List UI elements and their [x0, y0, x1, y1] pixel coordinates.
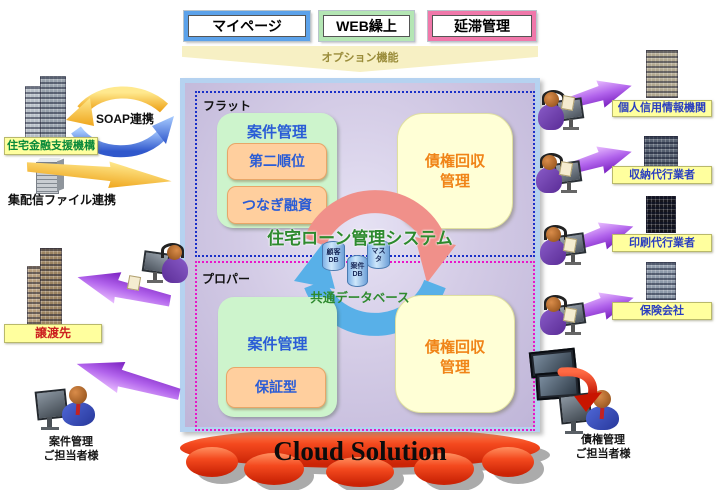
arrow-to-debt-staff-icon [557, 367, 602, 412]
flat-collection-label: 債権回収 管理 [424, 153, 485, 190]
print-agent-label: 印刷代行業者 [612, 234, 712, 252]
flat-label: フラット [203, 99, 252, 113]
proper-guarantee-box: 保証型 [226, 367, 326, 408]
cloud-shape [180, 428, 550, 490]
customer-db-icon: 顧客 DB [322, 241, 345, 271]
transfer-label: 譲渡先 [4, 324, 102, 343]
agency-building-icon [40, 76, 66, 138]
proper-collection-label: 債権回収 管理 [424, 339, 485, 376]
document-icon [126, 275, 142, 291]
operator-transfer-icon [140, 243, 188, 287]
option-web-prepayment: WEB繰上 [319, 11, 414, 41]
proper-case-mgmt-title: 案件管理 [247, 336, 308, 353]
credit-bureau-label: 個人信用情報機関 [612, 100, 712, 117]
document-icon [562, 307, 578, 323]
case-staff-icon [34, 386, 100, 438]
credit-bureau-building-icon [646, 50, 678, 98]
collection-agent-building-icon [644, 136, 678, 170]
operator-print-icon [540, 225, 588, 269]
cloud-solution-label: Cloud Solution [273, 436, 447, 466]
transfer-buildings-icon [40, 248, 62, 327]
proper-label: プロパー [202, 272, 251, 286]
option-banner-label: オプション機能 [321, 52, 399, 64]
soap-label: SOAP連携 [96, 112, 155, 126]
document-icon [558, 161, 574, 177]
flat-case-mgmt-title: 案件管理 [246, 124, 307, 141]
option-mypage: マイページ [184, 11, 310, 41]
document-icon [560, 95, 576, 111]
operator-insurance-icon [540, 295, 588, 339]
option-mypage-label: マイページ [188, 15, 306, 37]
case-db-icon: 案件 DB [347, 255, 368, 287]
flat-case-mgmt-box: 案件管理 第二順位 つなぎ融資 [217, 113, 337, 228]
print-agent-building-icon [646, 196, 676, 233]
proper-case-mgmt-box: 案件管理 保証型 [218, 297, 337, 417]
insurance-building-icon [646, 262, 676, 300]
master-db-icon: マス タ [367, 240, 390, 269]
operator-collection-icon [536, 153, 584, 197]
file-transfer-label: 集配信ファイル連携 [8, 193, 117, 207]
case-staff-label: 案件管理 ご担当者様 [43, 436, 99, 462]
system-box: フラット プロパー 案件管理 第二順位 つなぎ融資 債権回収 管理 案件管理 保… [180, 78, 540, 432]
debt-staff-icon [558, 390, 624, 442]
option-banner: オプション機能 [182, 46, 538, 72]
flat-second-lien-box: 第二順位 [227, 143, 327, 180]
insurance-label: 保険会社 [612, 302, 712, 320]
flat-bridge-loan-box: つなぎ融資 [227, 186, 327, 224]
option-delinquency: 延滞管理 [428, 11, 536, 41]
debt-staff-label: 債権管理 ご担当者様 [575, 434, 631, 460]
agency-building-icon [25, 86, 41, 138]
system-title: 住宅ローン管理システム [267, 229, 453, 248]
common-database-label: 共通データベース [310, 291, 410, 305]
transfer-buildings-icon [27, 266, 42, 327]
document-icon [562, 237, 578, 253]
collection-agent-label: 収納代行業者 [612, 166, 712, 184]
agency-label: 住宅金融支援機構 [4, 137, 98, 155]
option-delinquency-label: 延滞管理 [432, 15, 532, 37]
option-web-prepayment-label: WEB繰上 [323, 15, 410, 37]
proper-collection-box: 債権回収 管理 [395, 295, 515, 413]
